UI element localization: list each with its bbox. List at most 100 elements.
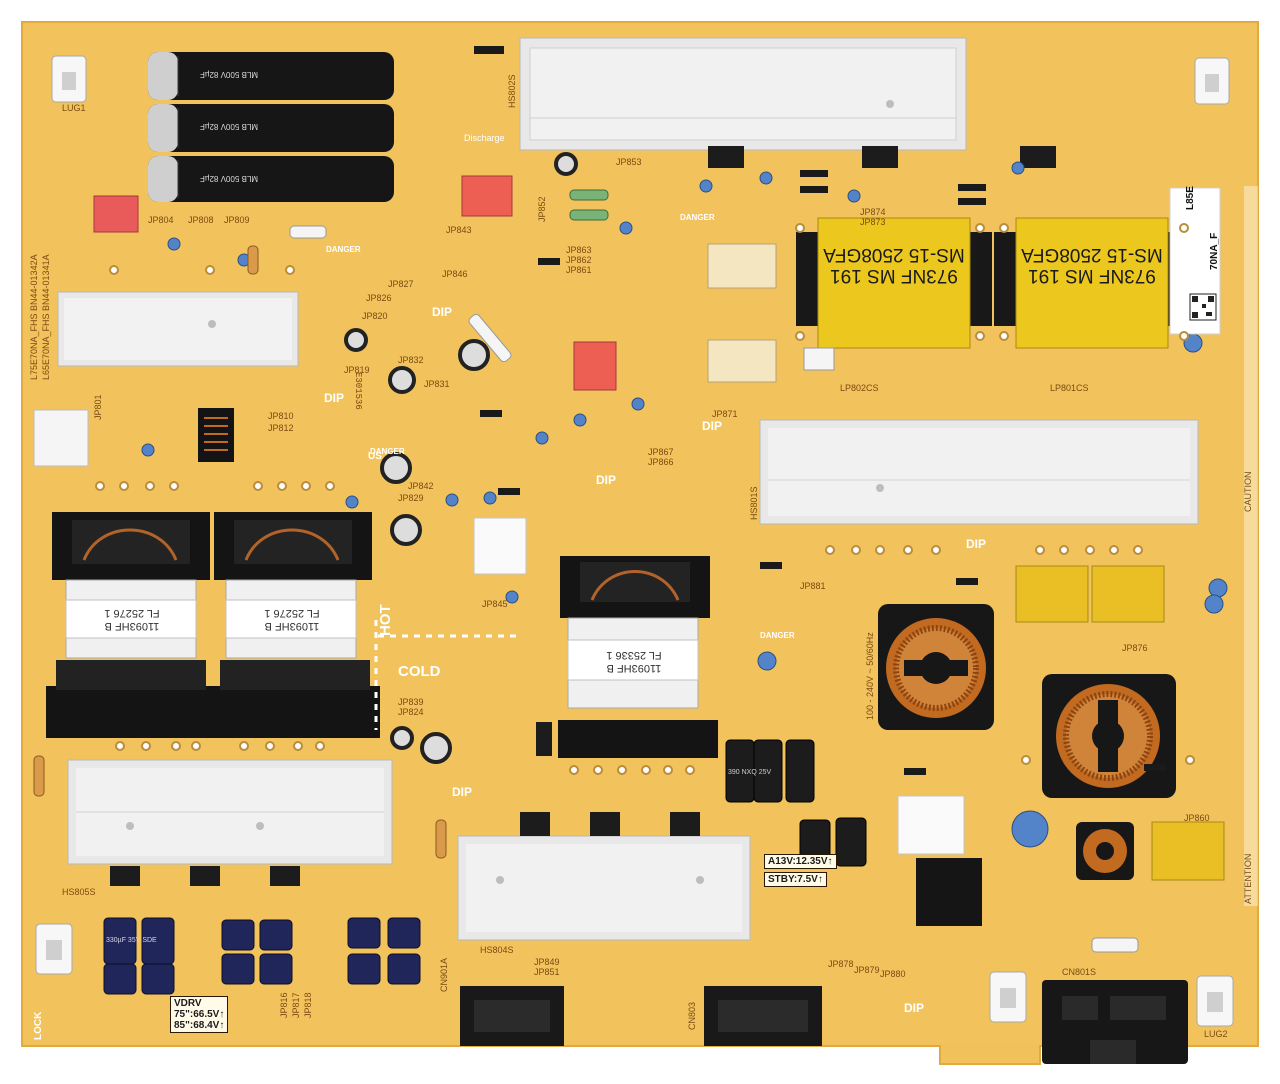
jp-label: JP827 bbox=[388, 279, 414, 289]
silk-hs802s: HS802S bbox=[507, 74, 517, 108]
flyback-3-line1: 11093HF B bbox=[606, 662, 662, 674]
vdrv-title: VDRV bbox=[174, 998, 202, 1009]
x-capacitor-2 bbox=[1091, 565, 1165, 623]
silk-cn803: CN803 bbox=[687, 1001, 697, 1030]
silk-lp802cs: LP802CS bbox=[840, 383, 879, 393]
ic-black bbox=[536, 722, 552, 756]
flyback-3-line2: FL 25336 1 bbox=[606, 649, 662, 661]
silk-cn901a: CN901A bbox=[439, 957, 449, 992]
silk-fusing: 100 - 240V ~ 50/60Hz bbox=[865, 632, 875, 720]
lug-bottom-right bbox=[1196, 975, 1234, 1027]
bulk-capacitor-2 bbox=[148, 104, 394, 152]
jp-label: JP818 bbox=[303, 992, 313, 1018]
red-capacitor-1 bbox=[93, 195, 139, 233]
white-block-left bbox=[33, 409, 89, 467]
transformer-lp801-marking: 973NF MS 191 MS-15 2508GFA bbox=[1020, 244, 1164, 286]
jp-label: JP880 bbox=[880, 969, 906, 979]
film-capacitor-2 bbox=[707, 339, 777, 383]
jp-label: JP860 bbox=[1184, 813, 1210, 823]
jp-label: JP820 bbox=[362, 311, 388, 321]
edge-strip bbox=[1244, 186, 1258, 906]
silk-dip-1: DIP bbox=[324, 391, 345, 405]
blue-disc-caps bbox=[141, 161, 1228, 848]
silk-part: 70NA_F bbox=[1209, 232, 1220, 270]
film-capacitor-1 bbox=[707, 243, 777, 289]
relay-black bbox=[916, 858, 982, 926]
jp-label: JP804 bbox=[148, 215, 174, 225]
pads bbox=[95, 223, 1195, 775]
jp-label: JP826 bbox=[366, 293, 392, 303]
jp-label: JP842 bbox=[408, 481, 434, 491]
a13v-tag: A13V:12.35V↑ bbox=[764, 854, 837, 869]
bulk-capacitor-1 bbox=[148, 52, 394, 100]
jp-label: JP881 bbox=[800, 581, 826, 591]
silk-e301536: E301536 bbox=[353, 372, 363, 410]
transformer-lp801-line1: 973NF MS 191 bbox=[1028, 265, 1156, 286]
toroid-coil-2 bbox=[1042, 674, 1176, 798]
round-caps bbox=[344, 152, 578, 764]
lug-bottom-left bbox=[35, 923, 73, 975]
jp-label: JP817 bbox=[291, 992, 301, 1018]
flyback-1-line1: 11093HF B bbox=[104, 620, 160, 632]
toroid-coil-1 bbox=[878, 604, 994, 730]
silk-hs805s: HS805S bbox=[62, 887, 96, 897]
silk-cold: COLD bbox=[398, 663, 441, 680]
choke-small bbox=[198, 408, 234, 462]
fuses bbox=[289, 225, 1139, 953]
transformer-lp802-marking: 973NF MS 191 MS-15 2508GFA bbox=[822, 244, 966, 286]
bulk-cap-2-marking: MLB 500V 82µF bbox=[200, 122, 258, 131]
vdrv-85: 85":68.4V↑ bbox=[174, 1020, 225, 1031]
jp-label: JP876 bbox=[1122, 643, 1148, 653]
toroid-coil-small bbox=[1076, 822, 1134, 880]
transformer-lp802-line2: MS-15 2508GFA bbox=[823, 244, 965, 265]
silk-danger-2: DANGER bbox=[370, 447, 405, 456]
transformer-lp801-line2: MS-15 2508GFA bbox=[1021, 244, 1163, 265]
heatsink-bottom-mid bbox=[457, 812, 751, 941]
transformer-lp802-line1: 973NF MS 191 bbox=[830, 265, 958, 286]
jp-label: JP853 bbox=[616, 157, 642, 167]
vdrv-75: 75":66.5V↑ bbox=[174, 1009, 225, 1020]
jp-label: JP812 bbox=[268, 423, 294, 433]
jp-label: JP831 bbox=[424, 379, 450, 389]
jp-label: JP851 bbox=[534, 967, 560, 977]
jp-label: JP810 bbox=[268, 411, 294, 421]
jp-label: JP852 bbox=[537, 196, 547, 222]
jp-label: JP846 bbox=[442, 269, 468, 279]
silk-lp801cs: LP801CS bbox=[1050, 383, 1089, 393]
silk-hs804s: HS804S bbox=[480, 945, 514, 955]
jp-label: JP873 bbox=[860, 217, 886, 227]
silk-danger-3: DANGER bbox=[680, 213, 715, 222]
white-block-right bbox=[897, 795, 965, 855]
flyback-2-marking: 11093HF B FL 25276 1 bbox=[234, 606, 350, 632]
silk-danger-4: DANGER bbox=[760, 631, 795, 640]
silk-dip-6: DIP bbox=[452, 785, 473, 799]
jp-label: JP839 bbox=[398, 697, 424, 707]
jp-label: JP843 bbox=[446, 225, 472, 235]
jp-label: JP808 bbox=[188, 215, 214, 225]
connector-cn801s bbox=[1042, 980, 1188, 1064]
blue-electrolytic-caps bbox=[103, 917, 421, 995]
silk-hs801s: HS801S bbox=[749, 486, 759, 520]
jp-label: JP816 bbox=[279, 992, 289, 1018]
white-block-mid bbox=[473, 517, 527, 575]
jp-label: JP845 bbox=[482, 599, 508, 609]
silk-dip-2: DIP bbox=[432, 305, 453, 319]
bulk-cap-1-marking: MLB 500V 82µF bbox=[200, 70, 258, 79]
jp-label: JP861 bbox=[566, 265, 592, 275]
jp-label: JP866 bbox=[648, 457, 674, 467]
silk-cn801s: CN801S bbox=[1062, 967, 1097, 977]
flyback-transformer-2 bbox=[212, 512, 380, 738]
silk-discharge: Discharge bbox=[464, 133, 505, 143]
heatsink-right-mid bbox=[759, 419, 1199, 525]
silk-model-1: L75E70NA_FHS BN44-01342A bbox=[29, 254, 39, 380]
silk-dip-7: DIP bbox=[904, 1001, 925, 1015]
vdrv-box: VDRV 75":66.5V↑ 85":68.4V↑ bbox=[170, 996, 229, 1033]
heatsink-left-upper bbox=[57, 291, 299, 367]
jp-label: JP874 bbox=[860, 207, 886, 217]
flyback-transformer-1 bbox=[46, 512, 214, 738]
silk-dip-3: DIP bbox=[702, 419, 723, 433]
lug-top-left bbox=[51, 55, 87, 103]
jp-label: JP801 bbox=[93, 394, 103, 420]
jp-label: JP871 bbox=[712, 409, 738, 419]
